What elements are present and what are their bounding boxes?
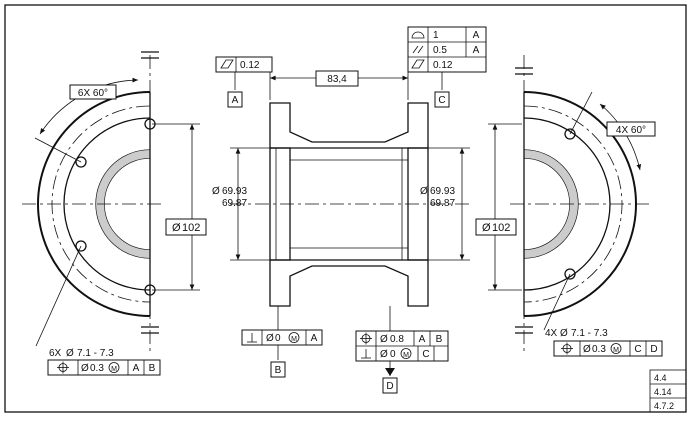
bolt-hole — [564, 268, 576, 280]
datum-b-fcf: Ø 0 M A B — [241, 306, 323, 378]
left-dia-102: 102 — [182, 222, 200, 234]
title-block: 4.4 4.14 4.7.2 — [649, 369, 687, 413]
datum-d-fcf: Ø 0.8 A B Ø 0 M C D — [355, 306, 449, 394]
right-holes-size: 7.1 - 7.3 — [571, 328, 608, 339]
flatness-tolerance: 0.12 — [240, 60, 260, 71]
mmc-modifier: M — [403, 352, 409, 359]
diameter-symbol: Ø — [66, 348, 74, 359]
left-holes-label: 6X — [49, 348, 62, 359]
datum-ref-c: C — [634, 344, 641, 355]
top-left-fcf: 0.12 A — [215, 56, 273, 108]
datum-ref-b: B — [436, 334, 443, 345]
right-bore-upper: 69.93 — [430, 186, 455, 197]
drawing-border — [4, 4, 687, 413]
diameter-symbol: Ø — [583, 344, 591, 355]
mmc-modifier: M — [291, 336, 297, 343]
title-block-row2: 4.14 — [654, 387, 672, 397]
hole-tolerance: 0.3 — [90, 363, 104, 374]
diameter-symbol: Ø — [482, 222, 491, 234]
datum-ref-a: A — [133, 363, 140, 374]
bolt-hole — [564, 128, 576, 140]
datum-ref-a: A — [419, 334, 426, 345]
datum-ref-a: A — [473, 45, 480, 56]
diameter-symbol: Ø — [172, 222, 181, 234]
right-pattern-label: 4X 60° — [616, 125, 646, 136]
datum-b-label: B — [275, 365, 282, 376]
right-holes-label: 4X — [545, 328, 558, 339]
title-block-row3: 4.7.2 — [654, 401, 674, 411]
left-pattern-label: 6X 60° — [78, 88, 108, 99]
datum-a-label: A — [232, 95, 239, 106]
diameter-symbol: Ø — [81, 363, 89, 374]
profile-tolerance: 1 — [433, 30, 439, 41]
parallelism-tolerance: 0.5 — [433, 45, 447, 56]
datum-ref-c: C — [422, 349, 429, 360]
mmc-modifier: M — [111, 366, 117, 373]
center-section-view: 83,4 0.12 A 1 0.5 0.12 A A — [212, 26, 487, 394]
diameter-symbol: Ø — [380, 349, 388, 360]
title-block-row1: 4.4 — [654, 373, 667, 383]
bolt-hole — [75, 240, 87, 252]
diameter-symbol: Ø — [212, 186, 220, 197]
right-bore-lower: 69.87 — [430, 198, 455, 209]
datum-ref-d: D — [650, 344, 657, 355]
datum-ref-a: A — [311, 333, 318, 344]
datum-d-label: D — [386, 381, 393, 392]
perp-tolerance-2: 0 — [390, 349, 396, 360]
left-holes-size: 7.1 - 7.3 — [77, 348, 114, 359]
diameter-symbol: Ø — [420, 186, 428, 197]
diameter-symbol: Ø — [380, 334, 388, 345]
hole-tolerance: 0.3 — [592, 344, 606, 355]
diameter-symbol: Ø — [560, 328, 568, 339]
left-bore-upper: 69.93 — [222, 186, 247, 197]
right-hole-fcf: Ø 0.3 M C D — [553, 340, 663, 357]
flatness-tolerance-2: 0.12 — [433, 60, 453, 71]
mmc-modifier: M — [613, 347, 619, 354]
datum-c-label: C — [438, 95, 445, 106]
top-length-dim: 83,4 — [327, 74, 347, 85]
right-end-view: 4X 60° Ø 102 4X Ø 7.1 - 7.3 Ø 0.3 M C D — [475, 55, 663, 357]
datum-ref-b: B — [149, 363, 156, 374]
perp-tolerance: 0 — [275, 333, 281, 344]
left-hole-fcf: Ø 0.3 M A B — [47, 359, 161, 376]
position-tolerance: 0.8 — [390, 334, 404, 345]
bolt-hole — [75, 156, 87, 168]
left-bore-lower: 69.87 — [222, 198, 247, 209]
datum-ref-a: A — [473, 30, 480, 41]
right-dia-102: 102 — [492, 222, 510, 234]
left-end-view: 6X 60° Ø 102 6X Ø 7.1 - 7.3 Ø 0.3 M A B — [22, 51, 207, 376]
top-right-fcf: 1 0.5 0.12 A A C — [407, 26, 487, 108]
diameter-symbol: Ø — [266, 333, 274, 344]
